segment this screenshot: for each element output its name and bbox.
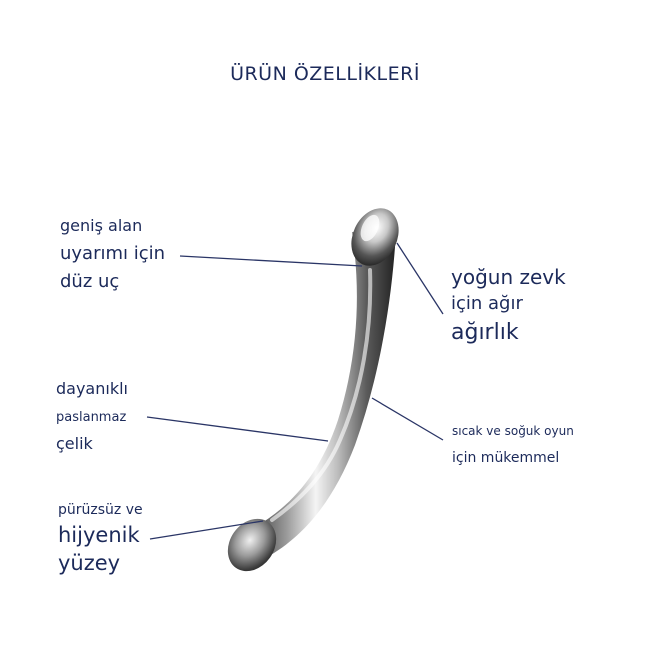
feature-steel-line-3: çelik bbox=[56, 434, 93, 453]
feature-surface-line-1: pürüzsüz ve bbox=[58, 502, 143, 518]
feature-steel-line-2: paslanmaz bbox=[56, 410, 127, 425]
feature-heavy-weight-line-2: için ağır bbox=[451, 293, 523, 314]
feature-temperature-line-1: sıcak ve soğuk oyun bbox=[452, 424, 574, 438]
wand-body bbox=[250, 232, 396, 560]
callout-line-heavy-weight bbox=[396, 242, 444, 315]
feature-surface-line-2: hijyenik bbox=[58, 523, 140, 547]
wand-base bbox=[227, 518, 277, 572]
feature-heavy-weight-line-3: ağırlık bbox=[451, 320, 519, 345]
callout-line-temperature bbox=[371, 397, 444, 441]
feature-heavy-weight-line-1: yoğun zevk bbox=[451, 265, 566, 289]
callout-line-surface bbox=[149, 520, 264, 540]
callout-line-flat-tip bbox=[179, 255, 363, 267]
feature-steel-line-1: dayanıklı bbox=[56, 379, 128, 398]
wand-highlight bbox=[270, 268, 373, 522]
feature-surface-line-3: yüzey bbox=[58, 551, 121, 575]
page-title: ÜRÜN ÖZELLİKLERİ bbox=[230, 63, 420, 85]
wand-tip bbox=[351, 208, 399, 266]
feature-flat-tip-line-1: geniş alan bbox=[60, 216, 143, 235]
feature-temperature-line-2: için mükemmel bbox=[452, 450, 560, 466]
feature-flat-tip-line-2: uyarımı için bbox=[60, 243, 166, 264]
feature-flat-tip-line-3: düz uç bbox=[60, 271, 120, 292]
callout-line-steel bbox=[146, 416, 329, 442]
wand-tip-highlight bbox=[360, 214, 380, 242]
